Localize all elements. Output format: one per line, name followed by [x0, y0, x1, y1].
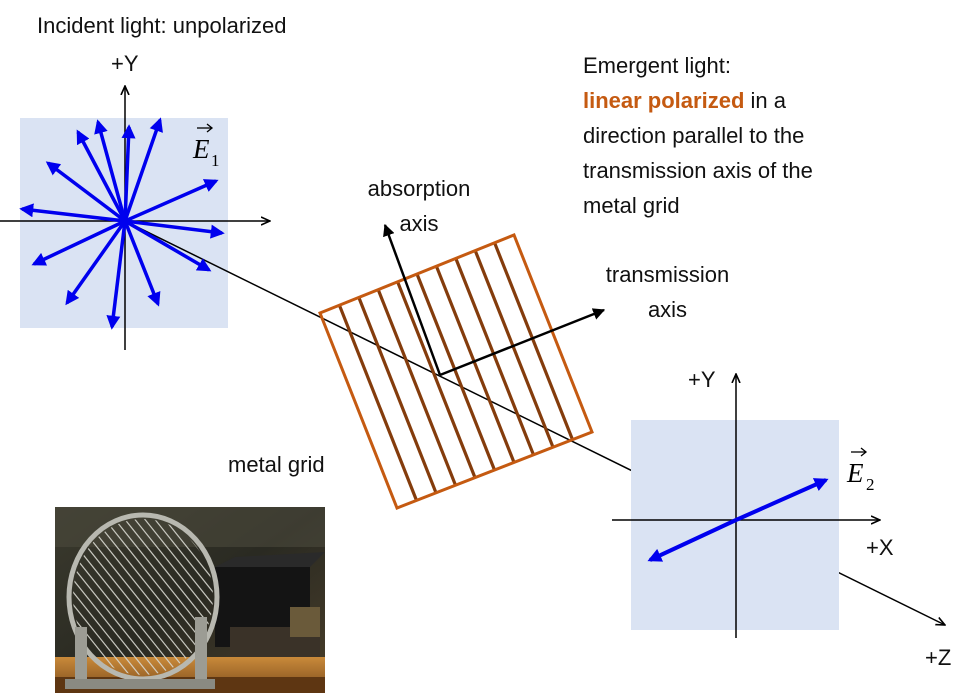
absorption-axis-label: absorption axis: [352, 171, 486, 241]
metal-grid: [318, 233, 594, 510]
grid-frame: [318, 233, 594, 510]
transmission-axis-arrow: [439, 308, 606, 377]
e1-field-arrow: [106, 220, 127, 330]
left-y-axis-label: +Y: [111, 51, 139, 76]
e1-field-arrow: [76, 129, 127, 222]
e1-field-arrow: [124, 219, 225, 239]
right-x-axis-label: +X: [866, 535, 894, 560]
transmission-axis-label-line2: axis: [647, 297, 688, 322]
e1-field-arrow: [19, 203, 126, 223]
e1-field-arrow: [94, 119, 127, 222]
grid-wire: [376, 289, 457, 486]
emergent-panel: [631, 420, 839, 630]
emergent-highlight: linear polarized: [583, 88, 745, 113]
emergent-line-3: direction parallel to the: [583, 123, 805, 148]
e2-symbol: E 2: [846, 447, 875, 494]
e1-field-arrow: [31, 219, 126, 266]
emergent-line-5: metal grid: [583, 193, 680, 218]
grid-wire: [396, 281, 477, 479]
e1-field-arrow: [65, 219, 127, 306]
incident-light-label: Incident light: unpolarized: [37, 13, 287, 38]
absorption-axis-arrow: [383, 223, 442, 376]
grid-wire: [473, 250, 555, 448]
e1-field-arrow: [45, 161, 127, 223]
e1-letter: E: [192, 134, 210, 164]
grid-wire: [337, 304, 418, 501]
z-axis-label: +Z: [925, 645, 952, 670]
e1-subscript: 1: [211, 151, 220, 170]
absorption-axis-label-line1: absorption: [367, 176, 471, 201]
e2-arrow-backward: [647, 518, 737, 562]
grid-wire: [415, 273, 496, 471]
emergent-heading: Emergent light:: [583, 53, 731, 78]
grid-wire: [493, 242, 574, 441]
e1-field-arrow: [123, 220, 161, 307]
emergent-light-description: Emergent light: linear polarized in a di…: [583, 48, 813, 223]
right-y-axis-label: +Y: [688, 367, 716, 392]
transmission-axis-label: transmission axis: [590, 257, 745, 327]
absorption-axis-label-line2: axis: [399, 211, 439, 236]
e2-arrow-forward: [735, 478, 829, 522]
wire-grid-polarizer-photo: [55, 507, 325, 693]
emergent-line-4: transmission axis of the: [583, 158, 813, 183]
e1-field-arrow: [121, 124, 136, 222]
e1-field-arrow: [123, 117, 163, 222]
metal-grid-caption: metal grid: [228, 452, 325, 477]
unpolarized-field-arrows: [19, 117, 225, 330]
grid-wire: [357, 296, 438, 494]
emergent-line-2-rest: in a: [744, 88, 786, 113]
transmission-axis-label-line1: transmission: [605, 262, 730, 287]
grid-wire: [454, 257, 535, 456]
emergent-line-2: linear polarized in a: [583, 83, 813, 118]
e2-subscript: 2: [866, 475, 875, 494]
e1-field-arrow: [124, 179, 219, 223]
e2-letter: E: [846, 458, 864, 488]
grid-wire: [434, 265, 516, 463]
e1-symbol: E 1: [192, 123, 220, 170]
grid-wires: [337, 242, 574, 501]
e1-field-arrow: [124, 219, 212, 272]
